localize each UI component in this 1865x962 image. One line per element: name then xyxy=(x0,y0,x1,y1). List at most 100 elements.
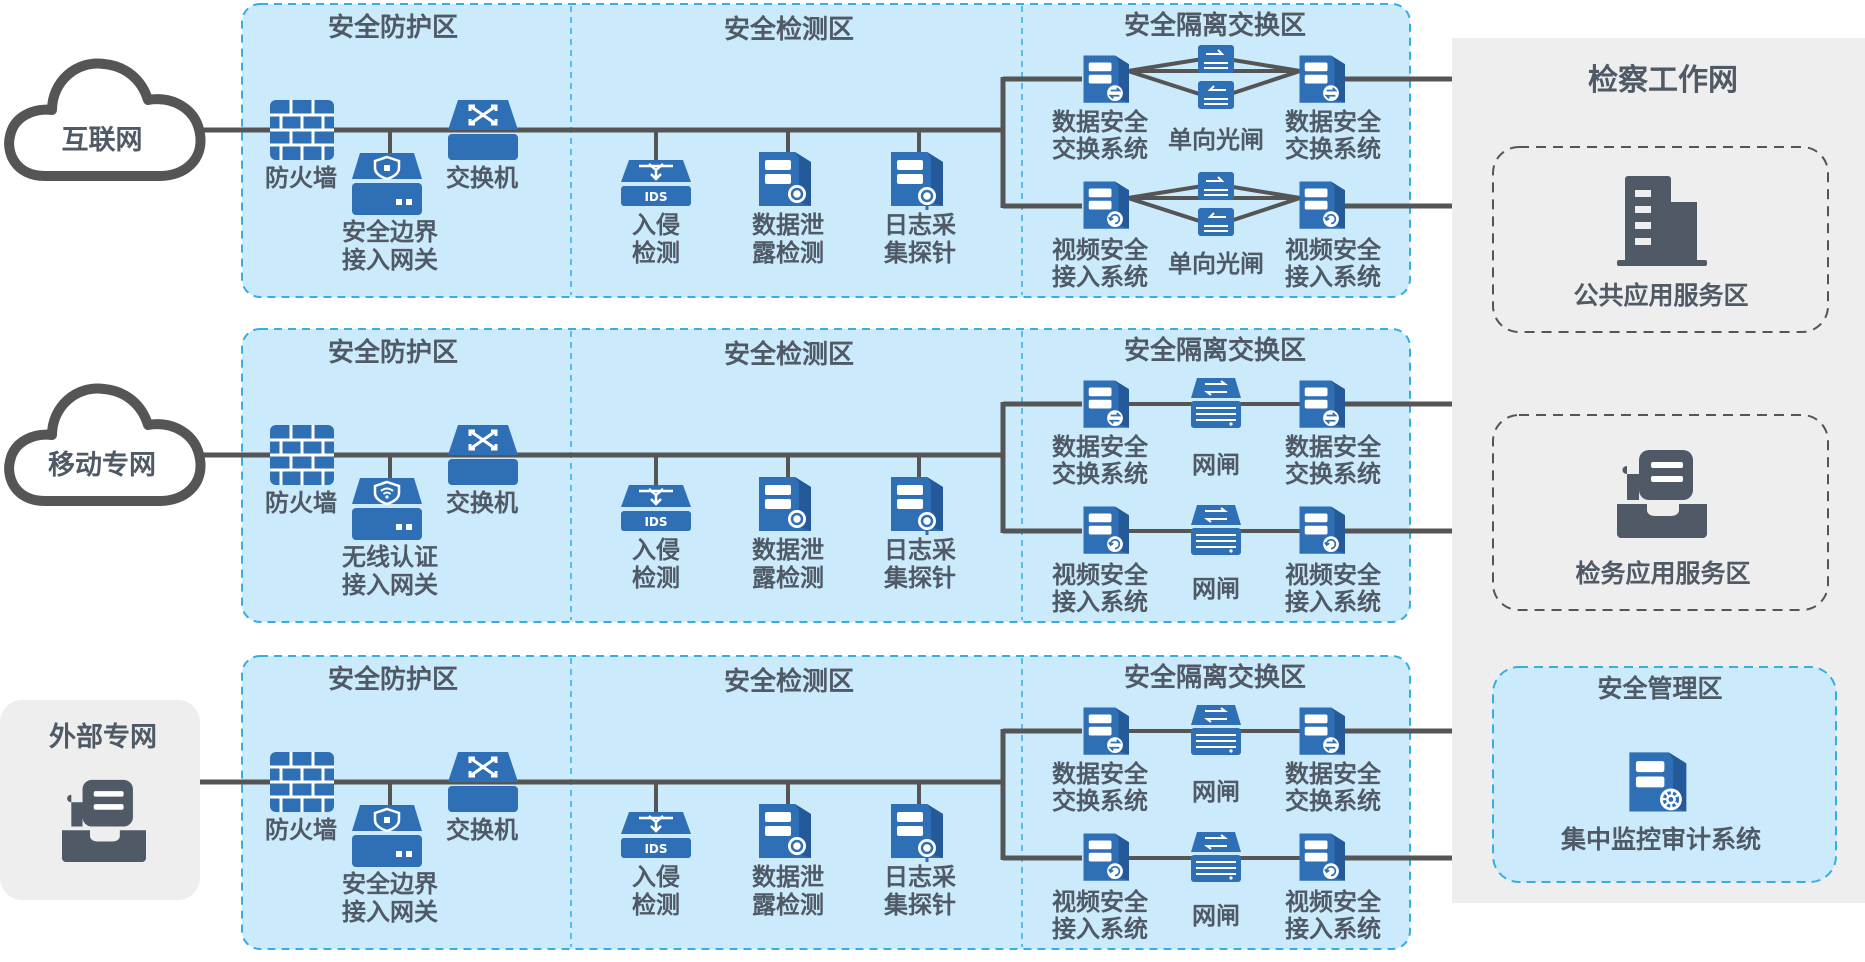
dlp-label-1: 数据泄 xyxy=(752,863,824,891)
log-label-2: 集探针 xyxy=(883,891,956,919)
video-access-label-1: 视频安全 xyxy=(1285,561,1382,589)
gatekeeper-icon xyxy=(1191,378,1241,428)
data-leak-server-icon xyxy=(757,802,813,860)
cloud-icon xyxy=(9,389,200,501)
procuratorial-service-zone xyxy=(1492,414,1829,611)
switch-icon xyxy=(448,425,518,485)
protection-zone-title: 安全防护区 xyxy=(328,664,458,695)
log-probe-server-icon xyxy=(889,150,945,212)
public-service-label: 公共应用服务区 xyxy=(1573,281,1748,310)
procuratorial-service-label: 检务应用服务区 xyxy=(1575,559,1750,588)
detection-zone-title: 安全检测区 xyxy=(724,666,854,697)
switch-label: 交换机 xyxy=(446,489,518,517)
isolation-zone-title: 安全隔离交换区 xyxy=(1124,662,1306,693)
gateway-icon xyxy=(352,153,422,215)
data-exchange-label-1: 数据安全 xyxy=(1285,433,1382,461)
one-way-gate-label: 单向光闸 xyxy=(1168,250,1264,278)
gatekeeper-label: 网闸 xyxy=(1192,902,1240,930)
data-exchange-server-icon xyxy=(1298,379,1346,429)
gateway-label-2: 接入网关 xyxy=(342,571,438,599)
data-exchange-label-2: 交换系统 xyxy=(1052,135,1148,163)
ids-label-2: 检测 xyxy=(632,564,680,592)
external-network-label: 外部专网 xyxy=(49,721,157,753)
data-exchange-server-icon xyxy=(1082,54,1130,104)
data-exchange-server-icon xyxy=(1082,379,1130,429)
row-2: 安全防护区安全检测区安全隔离交换区移动专网防火墙无线认证接入网关交换机入侵检测数… xyxy=(9,328,1452,623)
gateway-label-1: 安全边界 xyxy=(342,870,438,898)
data-exchange-label-2: 交换系统 xyxy=(1285,135,1381,163)
firewall-label: 防火墙 xyxy=(265,816,337,844)
log-label-1: 日志采 xyxy=(884,536,956,564)
data-leak-server-icon xyxy=(757,475,813,533)
ids-label-1: 入侵 xyxy=(632,536,680,564)
gateway-label-2: 接入网关 xyxy=(342,898,438,926)
data-exchange-label-2: 交换系统 xyxy=(1052,787,1148,815)
log-probe-server-icon xyxy=(889,802,945,864)
source-label: 互联网 xyxy=(62,125,143,156)
data-exchange-server-icon xyxy=(1082,706,1130,756)
detection-zone-title: 安全检测区 xyxy=(724,339,854,370)
gatekeeper-label: 网闸 xyxy=(1192,778,1240,806)
data-leak-server-icon xyxy=(757,150,813,208)
detection-zone-title: 安全检测区 xyxy=(724,14,854,45)
video-access-label-1: 视频安全 xyxy=(1052,561,1149,589)
cloud-icon xyxy=(9,64,200,176)
gatekeeper-icon xyxy=(1191,832,1241,882)
video-access-label-2: 接入系统 xyxy=(1052,588,1148,616)
gatekeeper-icon xyxy=(1191,705,1241,755)
dlp-label-2: 露检测 xyxy=(752,891,824,919)
video-access-label-2: 接入系统 xyxy=(1285,915,1381,943)
video-access-label-2: 接入系统 xyxy=(1052,915,1148,943)
source-label: 移动专网 xyxy=(48,450,156,481)
ids-label-2: 检测 xyxy=(632,891,680,919)
gatekeeper-label: 网闸 xyxy=(1192,451,1240,479)
dlp-label-2: 露检测 xyxy=(752,564,824,592)
data-exchange-label-1: 数据安全 xyxy=(1052,108,1149,136)
dlp-label-1: 数据泄 xyxy=(752,536,824,564)
gateway-icon xyxy=(352,805,422,867)
ids-label-1: 入侵 xyxy=(632,863,680,891)
gatekeeper-label: 网闸 xyxy=(1192,575,1240,603)
log-label-2: 集探针 xyxy=(883,564,956,592)
data-exchange-server-icon xyxy=(1298,54,1346,104)
monitor-server-icon xyxy=(1627,750,1688,814)
video-access-label-1: 视频安全 xyxy=(1052,888,1149,916)
isolation-zone-title: 安全隔离交换区 xyxy=(1124,10,1306,41)
video-access-label-1: 视频安全 xyxy=(1285,888,1382,916)
data-exchange-label-2: 交换系统 xyxy=(1285,460,1381,488)
data-exchange-label-1: 数据安全 xyxy=(1285,760,1382,788)
video-access-server-icon xyxy=(1298,832,1346,882)
dlp-label-1: 数据泄 xyxy=(752,211,824,239)
data-exchange-label-1: 数据安全 xyxy=(1052,760,1149,788)
dlp-label-2: 露检测 xyxy=(752,239,824,267)
video-access-server-icon xyxy=(1298,505,1346,555)
video-access-label-2: 接入系统 xyxy=(1052,263,1148,291)
gateway-label-2: 接入网关 xyxy=(342,246,438,274)
firewall-label: 防火墙 xyxy=(265,489,337,517)
gateway-label-1: 无线认证 xyxy=(342,543,438,571)
firewall-icon xyxy=(270,752,334,812)
data-exchange-label-2: 交换系统 xyxy=(1285,787,1381,815)
video-access-label-1: 视频安全 xyxy=(1285,236,1382,264)
video-access-server-icon xyxy=(1298,180,1346,230)
gatekeeper-icon xyxy=(1191,505,1241,555)
firewall-icon xyxy=(270,100,334,160)
log-label-1: 日志采 xyxy=(884,211,956,239)
switch-label: 交换机 xyxy=(446,816,518,844)
data-exchange-label-1: 数据安全 xyxy=(1285,108,1382,136)
log-label-1: 日志采 xyxy=(884,863,956,891)
gateway-label-1: 安全边界 xyxy=(342,218,438,246)
switch-icon xyxy=(448,100,518,160)
security-management-title: 安全管理区 xyxy=(1597,674,1722,703)
switch-label: 交换机 xyxy=(446,164,518,192)
one-way-gate-label: 单向光闸 xyxy=(1168,126,1264,154)
video-access-server-icon xyxy=(1082,832,1130,882)
row-1: 安全防护区安全检测区安全隔离交换区互联网防火墙安全边界接入网关交换机入侵检测数据… xyxy=(9,3,1452,298)
video-access-server-icon xyxy=(1082,505,1130,555)
ids-label-2: 检测 xyxy=(632,239,680,267)
video-access-label-2: 接入系统 xyxy=(1285,263,1381,291)
switch-icon xyxy=(448,752,518,812)
video-access-server-icon xyxy=(1082,180,1130,230)
firewall-icon xyxy=(270,425,334,485)
